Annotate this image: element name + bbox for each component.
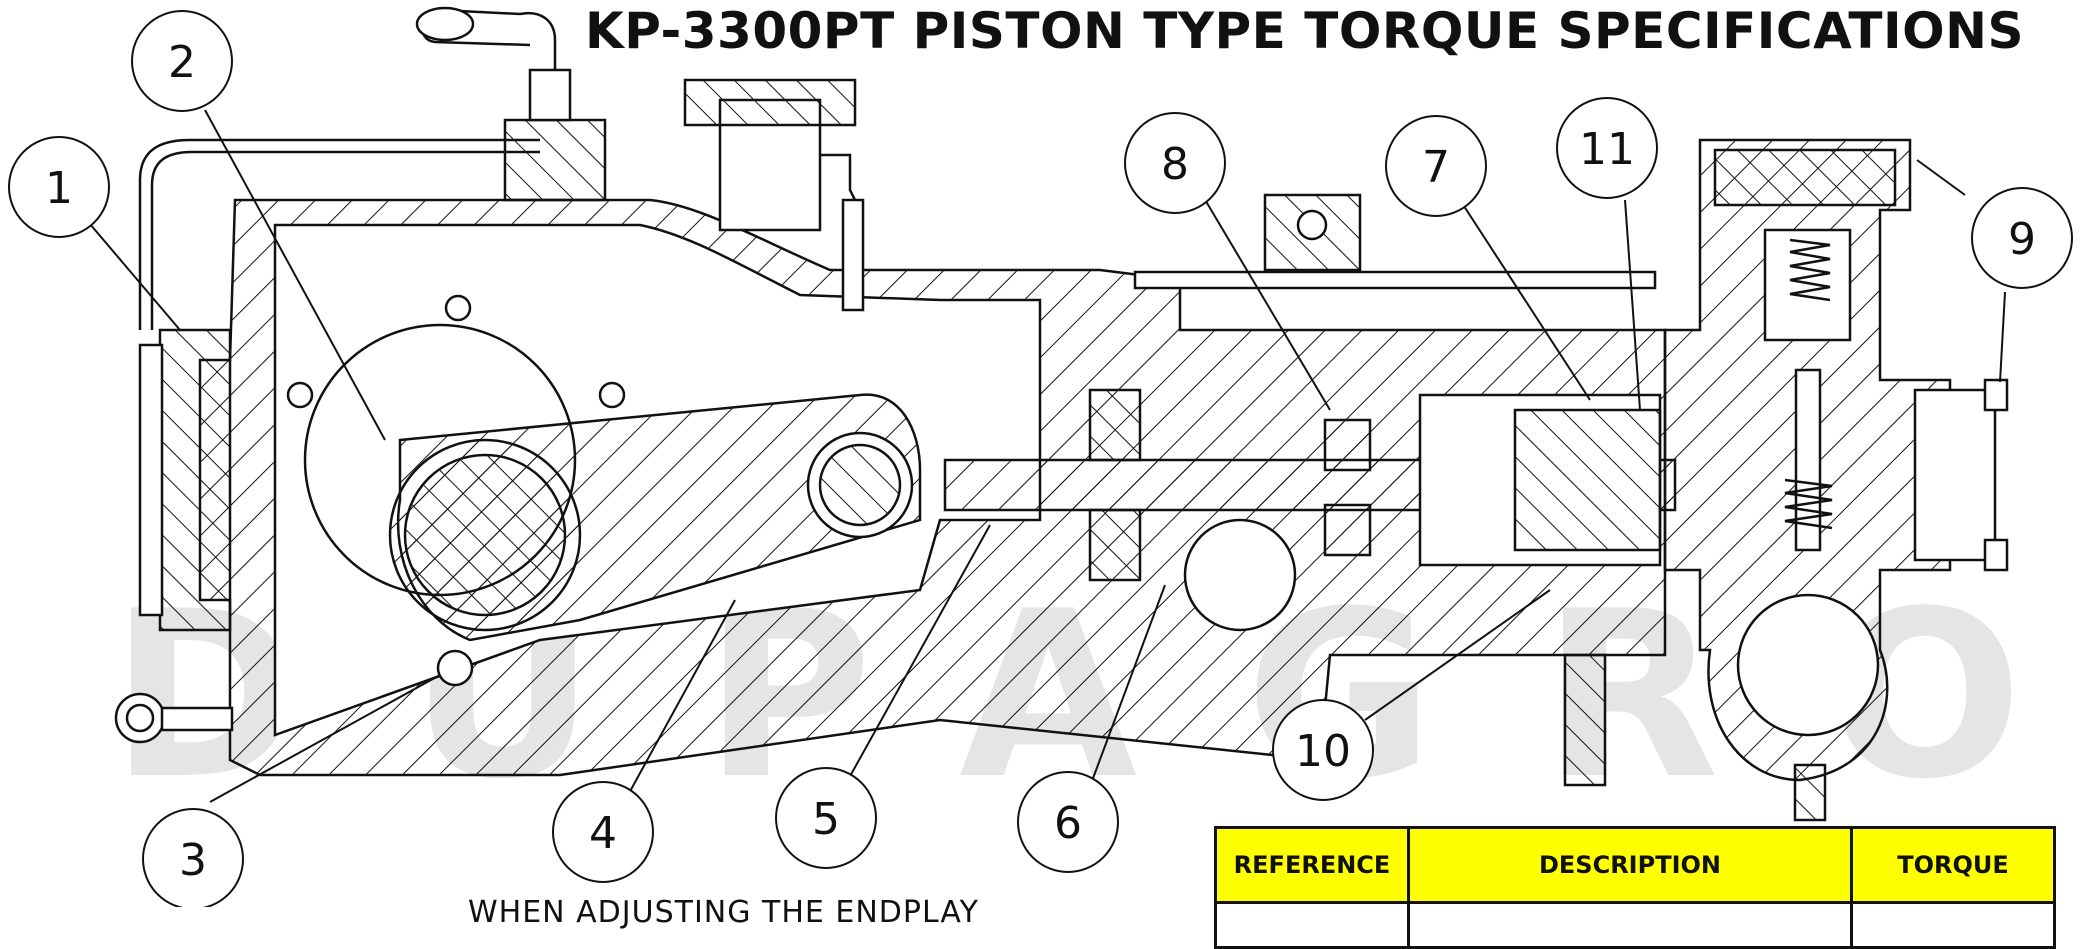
upper-valve-spring	[1789, 238, 1831, 302]
header-torque: TORQUE	[1850, 826, 2056, 904]
pump-cross-section-diagram: DUPAGRO.COM	[8, 6, 2085, 907]
seal-housing-upper	[1088, 388, 1142, 462]
torque-spec-table: REFERENCE DESCRIPTION TORQUE	[1214, 826, 2056, 949]
callout-5: 5	[775, 767, 877, 869]
valve-spring-chamber	[1763, 228, 1852, 342]
lower-valve-spring	[1784, 478, 1833, 530]
table-row	[1214, 901, 2056, 949]
drain-port	[1183, 518, 1297, 632]
bearing-plate	[138, 343, 164, 617]
bolt-hole-top	[444, 294, 472, 322]
callout-11: 11	[1556, 97, 1658, 199]
header-description: DESCRIPTION	[1407, 826, 1853, 904]
callout-9: 9	[1971, 187, 2073, 289]
callout-10: 10	[1272, 699, 1374, 801]
callout-1: 1	[8, 136, 110, 238]
oil-tube-inner	[150, 150, 540, 330]
manifold-cap	[1713, 148, 1897, 207]
svg-text:7: 7	[1422, 142, 1450, 193]
header-reference: REFERENCE	[1214, 826, 1410, 904]
cooling-cover	[683, 78, 857, 127]
side-valve-cap	[1913, 388, 1997, 562]
side-cap-bolt-top	[1983, 378, 2009, 412]
fitting-block	[503, 118, 607, 202]
connecting-rod	[396, 393, 922, 642]
wrist-pin-inner	[818, 443, 902, 527]
seal-housing-lower	[1088, 508, 1142, 582]
piston-clamp	[1323, 418, 1372, 472]
svg-text:10: 10	[1295, 726, 1351, 777]
sight-ball	[1296, 209, 1328, 241]
svg-text:11: 11	[1579, 124, 1635, 175]
piston-clamp-lower	[1323, 503, 1372, 557]
table-cell	[1214, 901, 1410, 949]
svg-text:2: 2	[168, 37, 196, 88]
oil-tube	[138, 138, 540, 330]
svg-text:3: 3	[179, 835, 207, 886]
drain-plug	[1793, 763, 1827, 822]
side-cap-bolt-bottom	[1983, 538, 2009, 572]
bearing-cover	[158, 328, 232, 632]
lifting-eye-inner	[125, 703, 155, 733]
callout-6: 6	[1017, 771, 1119, 873]
lower-valve-ball	[1736, 593, 1880, 737]
bolt-hole-right	[598, 381, 626, 409]
svg-text:9: 9	[2008, 214, 2036, 265]
page-title: KP-3300PT PISTON TYPE TORQUE SPECIFICATI…	[585, 2, 2024, 60]
rod-bolt-head	[436, 649, 474, 687]
svg-text:4: 4	[589, 808, 617, 859]
pump-foot	[1563, 653, 1607, 787]
sensor-line	[820, 153, 857, 201]
fitting-stem	[528, 68, 572, 122]
sensor-probe	[841, 198, 865, 312]
bolt-hole-left	[286, 381, 314, 409]
callout-7: 7	[1385, 115, 1487, 217]
piston-nut	[1513, 408, 1662, 552]
svg-text:1: 1	[45, 163, 73, 214]
pump-drawing	[83, 6, 2009, 822]
svg-text:6: 6	[1054, 798, 1082, 849]
top-cover-plate	[1133, 270, 1657, 290]
eye-shank	[160, 706, 234, 732]
callout-3: 3	[142, 808, 244, 907]
table-cell	[1407, 901, 1853, 949]
callout-leaders	[83, 109, 2006, 803]
table-cell	[1850, 901, 2056, 949]
breather-cap	[415, 6, 475, 42]
callout-2: 2	[131, 10, 233, 112]
callout-4: 4	[552, 781, 654, 883]
svg-text:5: 5	[812, 794, 840, 845]
adjustment-note: WHEN ADJUSTING THE ENDPLAY	[468, 895, 979, 930]
svg-text:8: 8	[1161, 139, 1189, 190]
callout-8: 8	[1124, 112, 1226, 214]
table-header-row: REFERENCE DESCRIPTION TORQUE	[1214, 826, 2056, 904]
